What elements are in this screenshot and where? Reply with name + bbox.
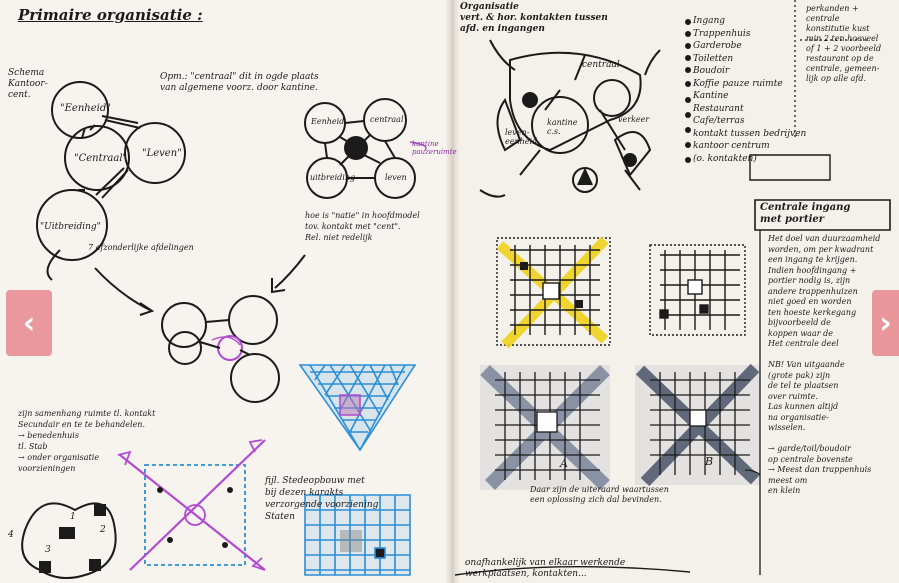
bubble-label-centraal: "Centraal" <box>74 153 127 164</box>
list-item: Boudoir <box>693 65 806 78</box>
grid-caption: Daar zijn de uiteraard waartussen een op… <box>530 485 669 505</box>
list-bullets <box>685 19 691 163</box>
blob-diagram <box>22 503 115 578</box>
list-item: (o. kontakten) <box>693 153 806 166</box>
bubble-diagram-middle <box>162 296 279 402</box>
grey-grid-a <box>480 365 610 490</box>
grid-label-2: 2 <box>100 525 106 535</box>
note-opm: Opm.: "centraal" dit in ogde plaats van … <box>160 72 319 94</box>
bubble-label-centraal-2: centraal <box>370 115 404 124</box>
list-item: Koffie pauze ruimte <box>693 78 806 91</box>
left-page-title: Primaire organisatie : <box>18 6 203 24</box>
list-item: Kantine <box>693 90 806 103</box>
grid-letter-a: A <box>560 457 568 470</box>
grey-grid-b <box>635 365 760 485</box>
note-bottom-right: fijl. Stedeopbouw met bij dezen karakts … <box>265 475 378 523</box>
list-item: kontakt tussen bedrijven <box>693 128 806 141</box>
list-item: Restaurant <box>693 103 806 116</box>
ingang-box-label: Centrale ingang met portier <box>760 202 850 226</box>
org-label-kantine: kantine c.s. <box>547 118 577 136</box>
bottom-note: onafhankelijk van elkaar werkende werkpl… <box>465 558 625 580</box>
bubble-label-uitbreiding-2: uitbreiding <box>310 173 355 182</box>
plain-grid <box>650 245 745 335</box>
org-label-leven-eenheid: leven- eenheid <box>505 128 537 146</box>
note-afdeling: 7 afzonderlijke afdelingen <box>88 243 194 252</box>
bubble-label-eenheid-2: Eenheid <box>311 117 344 126</box>
bubble-label-eenheid: "Eenheid" <box>60 103 111 114</box>
bubble-label-leven: "Leven" <box>142 148 182 159</box>
note-bottom-left: zijn samenhang ruimte tl. kontakt Secund… <box>18 408 155 474</box>
side-notes: perkanden + centrale konstitutie kust mi… <box>806 4 881 84</box>
list-item: kantoor centrum <box>693 140 806 153</box>
bubble-label-leven-2: leven <box>385 173 407 182</box>
grid-label-3: 3 <box>45 545 51 555</box>
org-label-verkeer: verkeer <box>618 115 649 124</box>
note-mutie: hoe is "natie" in hoofdmodel tov. kontak… <box>305 210 420 243</box>
list-item: Ingang <box>693 15 806 28</box>
right-page-title: Organisatie vert. & hor. kontakten tusse… <box>460 2 608 35</box>
bubble-label-uitbreiding: "Uitbreiding" <box>40 222 101 232</box>
note-schema: Schema Kantoor- cent. <box>8 68 48 101</box>
yellow-grid <box>497 238 610 345</box>
square-diagram <box>305 99 426 198</box>
facility-list: Ingang Trappenhuis Garderobe Toiletten B… <box>693 15 806 165</box>
blue-grid-upper <box>300 365 415 450</box>
note-kantine: kantine pauzeruimte <box>412 140 457 156</box>
list-item: Toiletten <box>693 53 806 66</box>
grid-label-4: 4 <box>8 530 14 540</box>
next-page-button[interactable]: › <box>872 290 899 356</box>
org-label-centraal: centraal <box>582 60 620 70</box>
previous-page-button[interactable]: ‹ <box>6 290 52 356</box>
list-item: Trappenhuis <box>693 28 806 41</box>
list-item: Garderobe <box>693 40 806 53</box>
grid-letter-b: B <box>705 455 713 468</box>
grid-label-1: 1 <box>70 512 76 522</box>
list-item: Cafe/terras <box>693 115 806 128</box>
right-notes: Het doel van duurzaamheid worden, om per… <box>768 234 880 497</box>
